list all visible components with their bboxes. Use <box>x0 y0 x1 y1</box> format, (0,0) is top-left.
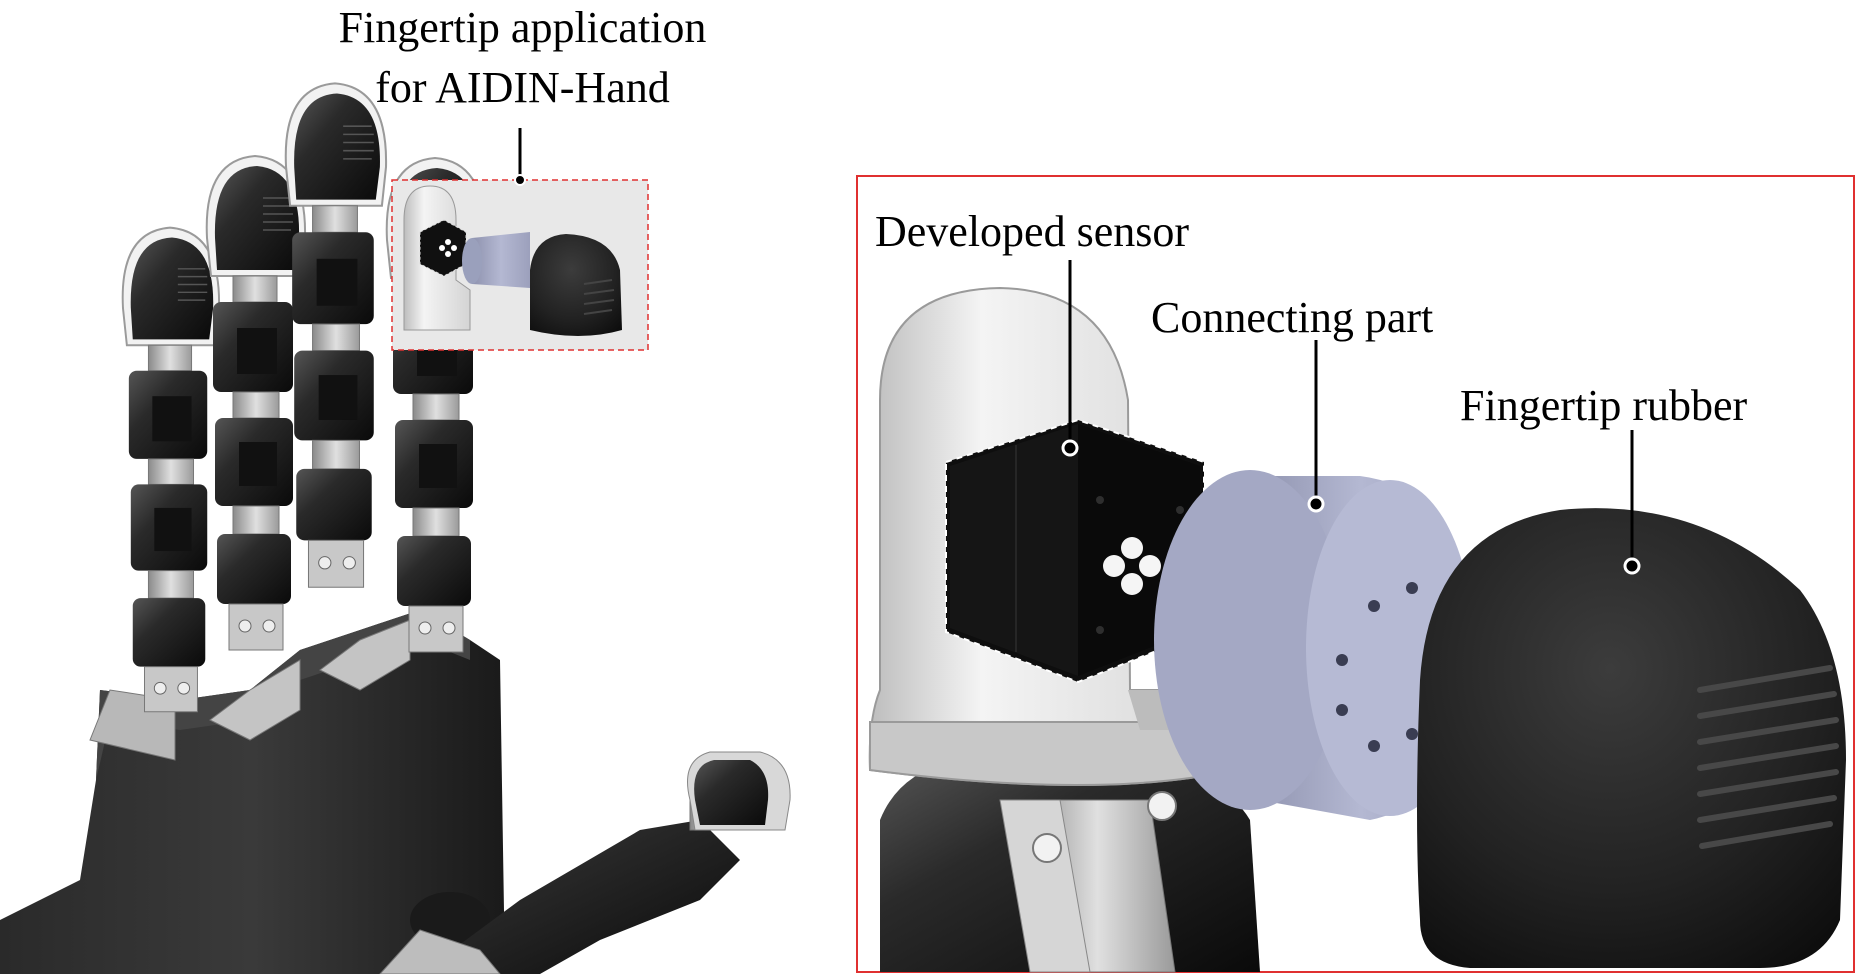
leader-lines <box>1068 260 1634 566</box>
leader-dots <box>1061 439 1641 575</box>
detail-view <box>856 175 1855 973</box>
fingertip-inset-box <box>391 179 649 351</box>
fingertip-rubber <box>1417 508 1846 968</box>
finger-ring <box>205 155 307 651</box>
sensor-contact-dots <box>1103 537 1161 595</box>
developed-sensor-label: Developed sensor <box>875 207 1190 256</box>
inset-title-line1: Fingertip application <box>338 3 707 52</box>
rubber-grooves <box>1697 665 1839 849</box>
fingertip-rubber-label: Fingertip rubber <box>1460 381 1748 430</box>
title-leader-dot <box>514 174 526 186</box>
connecting-part-label: Connecting part <box>1151 293 1434 342</box>
finger-middle <box>284 82 388 589</box>
inset-title-line2: for AIDIN-Hand <box>375 63 670 112</box>
finger-little <box>121 226 221 713</box>
